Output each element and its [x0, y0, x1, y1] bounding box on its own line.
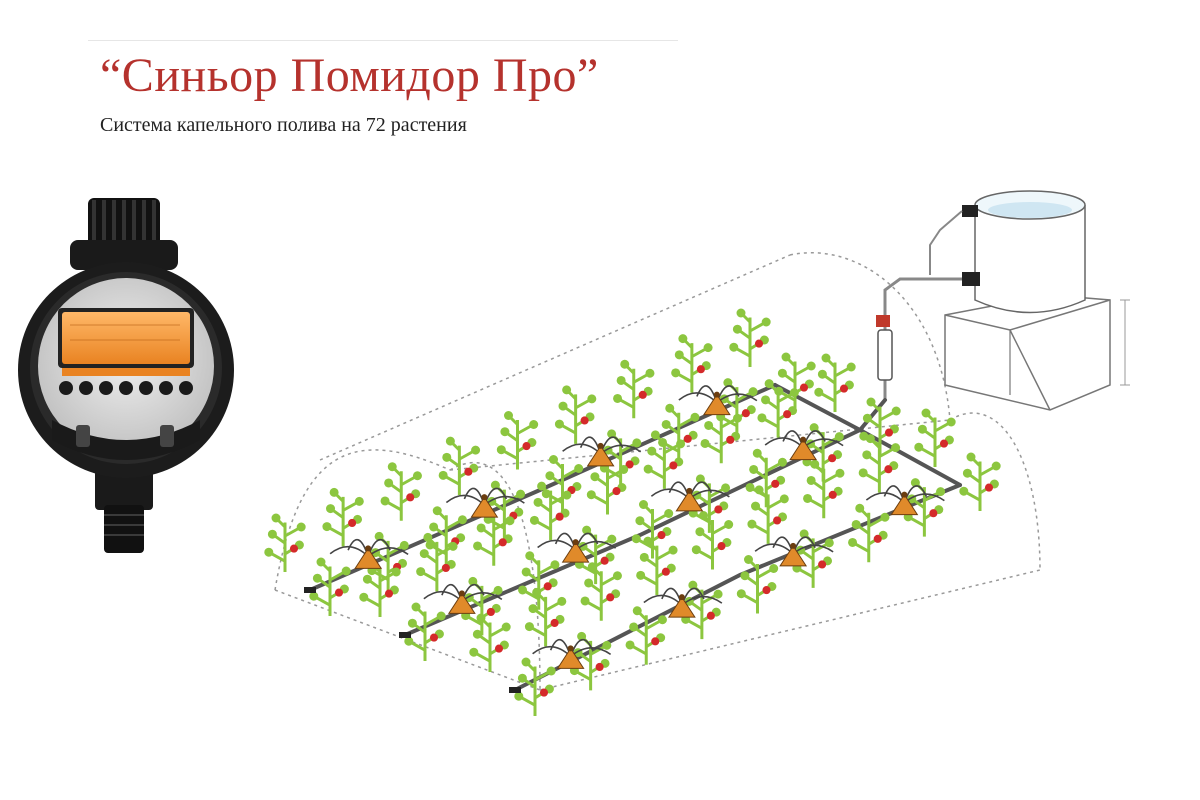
- header-rule: [88, 40, 678, 41]
- tomato-plant-icon: [858, 434, 901, 493]
- tomato-plant-icon: [586, 456, 629, 515]
- drip-emitters: [304, 385, 945, 693]
- tomato-plant-icon: [757, 379, 799, 438]
- drip-emitter-icon: [754, 536, 834, 567]
- tomato-plant-icon: [671, 334, 713, 393]
- tomato-plant-icon: [745, 448, 787, 508]
- drip-emitter-icon: [445, 487, 525, 518]
- product-title: “Синьор Помидор Про”: [100, 49, 599, 102]
- product-subtitle: Система капельного полива на 72 растения: [100, 114, 467, 136]
- tomato-plant-icon: [729, 308, 771, 367]
- tomato-plant-icon: [309, 557, 351, 616]
- tomato-plant-icon: [736, 555, 779, 614]
- greenhouse-outline: [274, 252, 1041, 691]
- tomato-plant-icon: [569, 631, 612, 691]
- tomato-plant-icon: [496, 411, 539, 470]
- drip-emitter-icon: [562, 436, 642, 467]
- tomato-plant-icon: [524, 587, 567, 647]
- drip-emitter-icon: [764, 430, 844, 461]
- tomato-plant-icon: [691, 511, 734, 570]
- tube-end-cap: [304, 587, 316, 593]
- tomato-plant-icon: [554, 385, 597, 444]
- tomato-plant-icon: [529, 481, 572, 541]
- tomato-plant-icon: [959, 452, 1001, 511]
- tomato-plant-icon: [688, 474, 731, 533]
- tube-end-cap: [509, 687, 521, 693]
- tomato-plant-icon: [416, 532, 458, 592]
- drip-emitter-icon: [650, 481, 730, 512]
- tomato-plant-icon: [469, 613, 511, 672]
- water-timer-icon: [18, 198, 234, 553]
- tomato-plant-icon: [404, 602, 446, 661]
- tomato-plant-icon: [848, 503, 890, 563]
- tomato-plant-icon: [514, 657, 556, 716]
- tomato-plant-icon: [380, 462, 422, 521]
- tomato-plant-icon: [613, 359, 655, 419]
- tomato-plant-icon: [473, 507, 515, 566]
- tomato-plant-icon: [914, 408, 956, 467]
- drip-emitter-icon: [423, 584, 503, 614]
- drip-emitter-icon: [643, 587, 723, 618]
- tomato-plant-icon: [518, 551, 560, 610]
- tomato-plant-icon: [636, 536, 678, 596]
- tube-end-cap: [399, 632, 411, 638]
- drip-emitter-icon: [537, 532, 617, 563]
- tomato-plant-icon: [541, 455, 584, 514]
- tomato-plant-icon: [814, 353, 856, 412]
- drip-emitter-icon: [865, 485, 945, 516]
- tomato-plant-icon: [438, 436, 481, 496]
- tomato-plant-icon: [322, 487, 364, 547]
- tomato-plant-icon: [264, 513, 306, 572]
- tomato-plant-icon: [625, 606, 667, 665]
- tomato-plant-icon: [774, 352, 816, 411]
- tomato-plant-icon: [580, 562, 622, 621]
- drip-emitter-icon: [329, 539, 409, 569]
- tomato-plant-icon: [631, 500, 674, 559]
- drip-emitter-icon: [532, 639, 612, 669]
- drip-emitter-icon: [678, 385, 758, 416]
- tomato-plant-icon: [747, 485, 789, 544]
- tomato-plant-icon: [803, 459, 845, 519]
- water-tank-icon: [876, 190, 1130, 411]
- tomato-plant-icon: [643, 430, 686, 489]
